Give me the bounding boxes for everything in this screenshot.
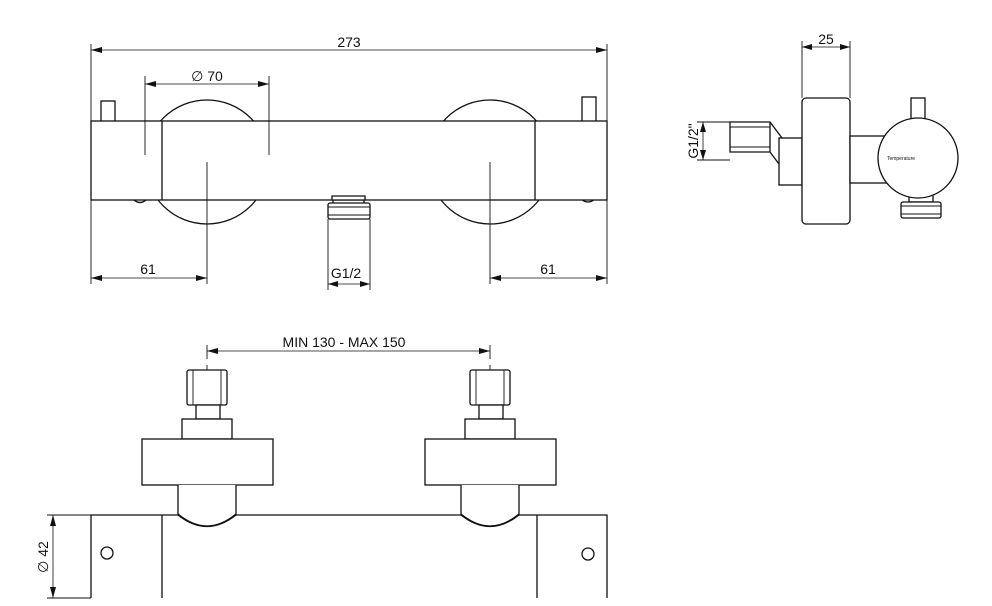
- right-mount-hole: [581, 547, 595, 561]
- knob-marking: Temperature: [887, 156, 915, 162]
- dim-outlet-thread: G1/2: [331, 265, 362, 281]
- outlet-nut: [331, 195, 366, 201]
- right-neck: [460, 485, 520, 527]
- dim-inlet-spacing: MIN 130 - MAX 150: [283, 334, 406, 350]
- dim-overall-length: 273: [337, 34, 361, 50]
- front-body: [90, 120, 608, 201]
- right-eccentric: [424, 438, 557, 486]
- top-view: MIN 130 - MAX 150 ∅ 42: [35, 334, 608, 599]
- side-view: Temperature 25 G1/2": [685, 31, 959, 225]
- left-eccentric: [141, 438, 274, 486]
- dim-body-diameter: ∅ 42: [35, 541, 51, 573]
- right-pin: [581, 96, 597, 123]
- side-top-pin: [910, 97, 926, 121]
- left-neck: [177, 485, 237, 527]
- left-mount-hole: [100, 546, 114, 560]
- top-body: [90, 514, 608, 598]
- dim-knob-diameter: ∅ 70: [191, 68, 223, 84]
- left-pin: [100, 100, 116, 123]
- dim-right-offset: 61: [540, 261, 556, 277]
- side-body: [801, 97, 851, 225]
- front-view: 273 ∅ 70 61 61 G1/2: [90, 34, 608, 290]
- side-inlet-fitting: [729, 121, 783, 170]
- dim-side-thread: G1/2": [685, 123, 701, 158]
- dim-side-depth: 25: [818, 31, 834, 47]
- dim-left-offset: 61: [140, 261, 156, 277]
- side-knob: [877, 117, 959, 199]
